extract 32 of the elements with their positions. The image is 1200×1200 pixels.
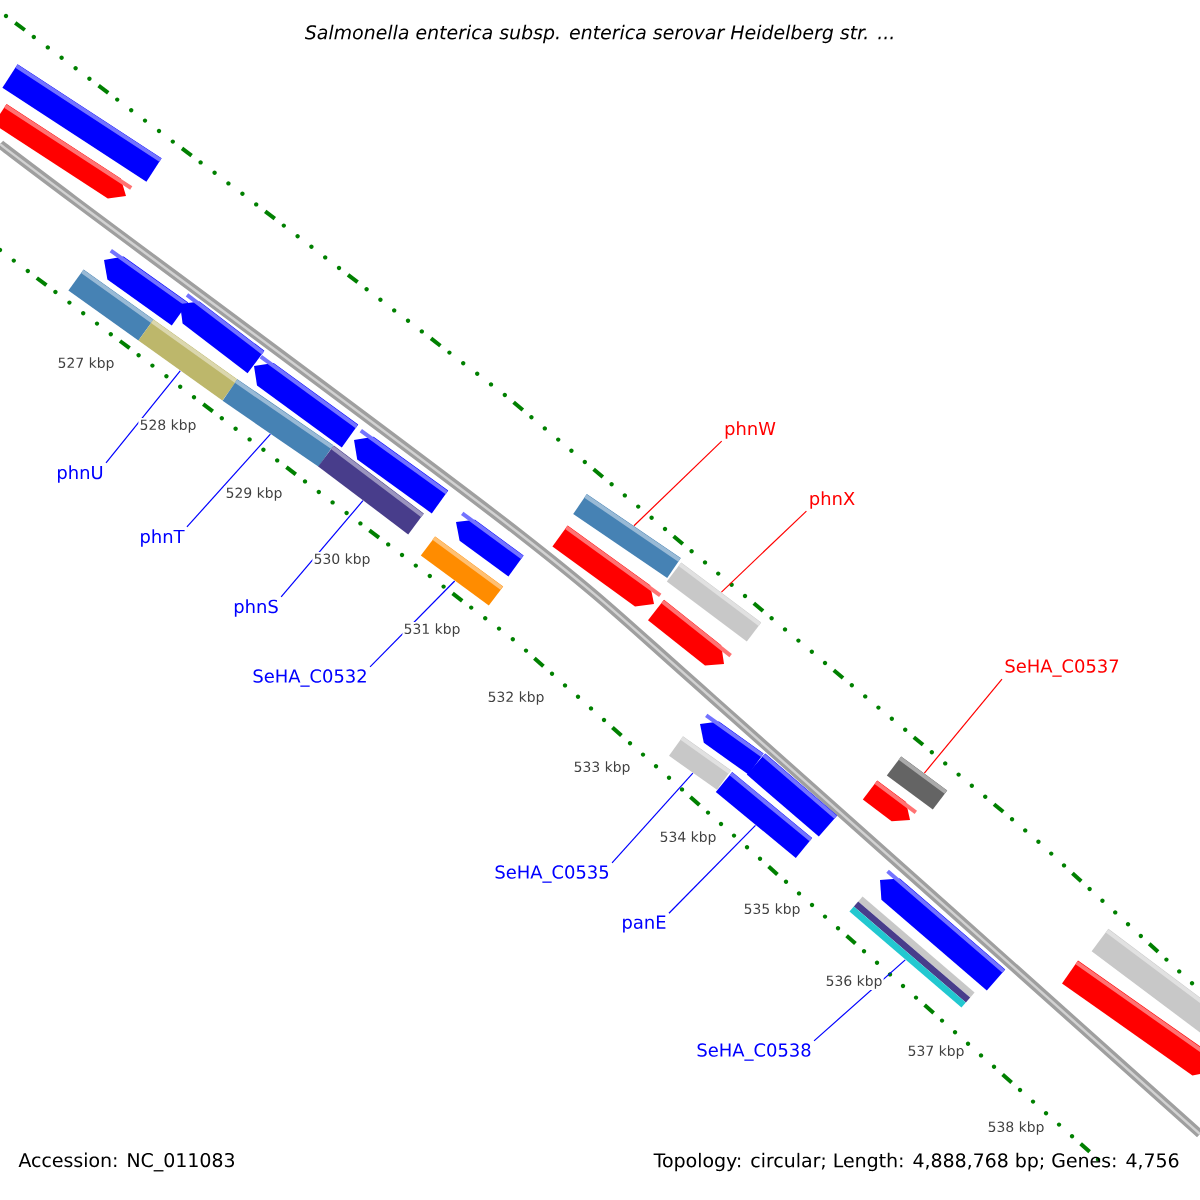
gene-bar [420, 536, 504, 606]
leader-line [105, 370, 181, 464]
leader-line [280, 500, 364, 598]
gene-bar [886, 756, 948, 810]
leader-line [813, 959, 906, 1042]
gene-bar [669, 736, 731, 790]
leader-line [186, 433, 271, 528]
gene-label: phnU [58, 465, 103, 483]
gene-label: panE [623, 915, 666, 933]
gene-bar [318, 445, 424, 535]
gene-bar [666, 562, 762, 642]
gene-label: phnS [234, 599, 278, 617]
leader-line [668, 824, 757, 914]
gene-label: SeHA_C0537 [1005, 659, 1119, 677]
leader-line [720, 510, 807, 593]
footer-text: Accession: NC_011083 [18, 1152, 234, 1172]
gene-label: SeHA_C0538 [697, 1043, 811, 1061]
gene-label: SeHA_C0535 [495, 865, 609, 883]
gene-bar [138, 319, 238, 401]
gene-label: phnT [141, 529, 185, 547]
gene-label: phnW [725, 421, 776, 439]
leader-line [923, 678, 1003, 774]
leader-line [611, 772, 694, 864]
title: Salmonella enterica subsp. enterica serovar Heidelberg str. ... [304, 24, 893, 44]
gene-label: SeHA_C0532 [253, 669, 366, 687]
leader-line [633, 440, 723, 527]
gene-bar [222, 379, 334, 467]
leader-line [369, 580, 456, 668]
gene-label: phnX [810, 491, 855, 509]
footer-text: Topology: circular; Length: 4,888,768 bp; Genes: 4,756 [653, 1152, 1179, 1172]
gene-bar [849, 896, 975, 1008]
gene-bar [573, 494, 681, 578]
